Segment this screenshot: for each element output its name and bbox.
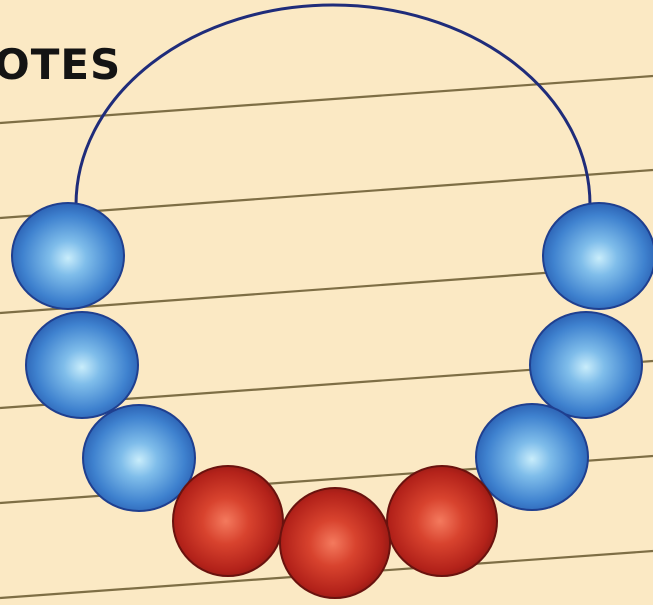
red-bead [386, 465, 498, 577]
blue-bead [542, 202, 653, 310]
blue-bead [475, 403, 589, 511]
blue-bead [11, 202, 125, 310]
ruled-line [0, 263, 653, 315]
blue-bead [529, 311, 643, 419]
bracelet-beads [11, 202, 653, 599]
blue-bead [82, 404, 196, 512]
red-bead [279, 487, 391, 599]
blue-bead [25, 311, 139, 419]
red-bead [172, 465, 284, 577]
bracelet-wire [74, 3, 592, 206]
notes-heading: OTES [0, 40, 122, 89]
ruled-line [0, 74, 653, 125]
ruled-line [0, 168, 653, 220]
